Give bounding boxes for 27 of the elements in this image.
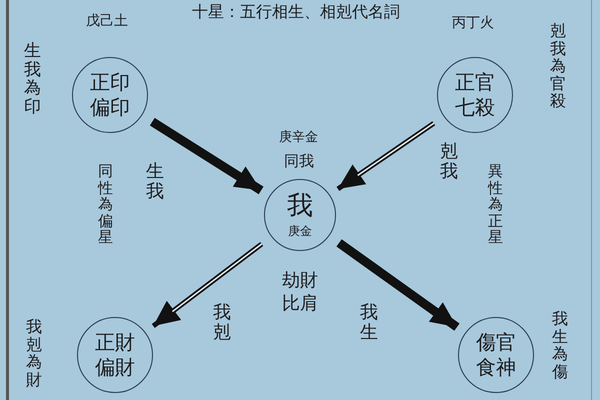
node-text: 正官七殺	[454, 70, 496, 120]
diagram-title: 十星：五行相生、相剋代名詞	[192, 2, 400, 23]
circle-node	[458, 317, 534, 393]
node-caption: 丙丁火	[452, 14, 494, 32]
node-text: 正印偏印	[89, 70, 131, 120]
edge-label: 生我	[146, 162, 164, 202]
node-text: 庚金	[288, 224, 312, 240]
note-text: 異性為正星	[488, 163, 503, 246]
circle-node	[77, 317, 153, 393]
circle-node	[72, 57, 148, 133]
edge-label: 我剋	[213, 303, 231, 343]
node-caption: 剋我為官殺	[550, 22, 566, 110]
node-caption: 生我為印	[24, 42, 41, 117]
node-caption: 我剋為財	[26, 318, 42, 388]
node-caption: 我生為傷	[552, 310, 568, 380]
node-caption: 劫財比肩	[281, 270, 319, 315]
node-text: 傷官食神	[475, 330, 517, 380]
node-caption: 同我	[284, 152, 314, 171]
circle-node	[264, 179, 336, 251]
node-caption: 戊己土	[86, 12, 128, 30]
node-caption: 庚辛金	[279, 129, 318, 146]
edge-label: 剋我	[440, 142, 458, 182]
edge-label: 我生	[360, 303, 378, 343]
note-text: 同性為偏星	[98, 163, 113, 246]
circle-node	[437, 57, 513, 133]
node-text: 正財偏財	[94, 330, 136, 380]
node-text: 我	[287, 190, 313, 224]
